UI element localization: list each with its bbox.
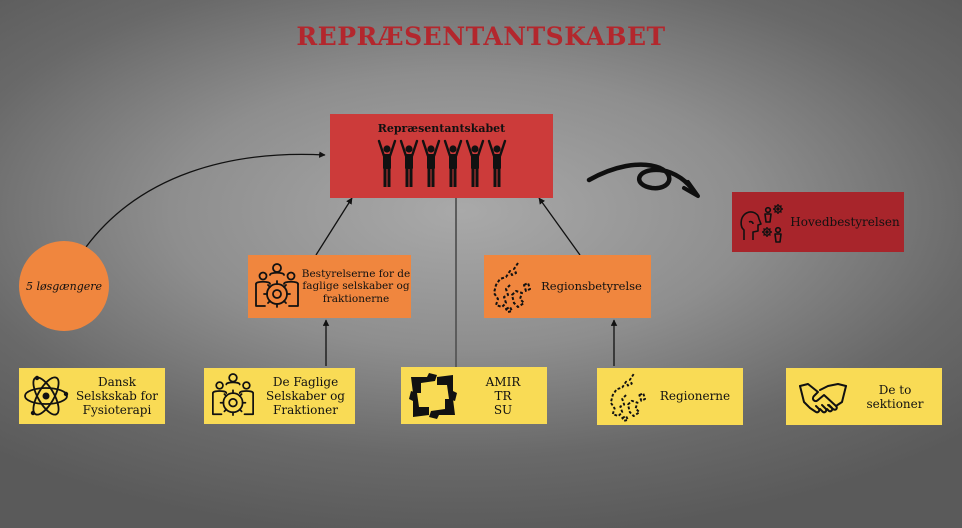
denmark-map-icon [493, 261, 531, 313]
denmark-map-icon [609, 373, 647, 422]
tr-label: TR [494, 388, 512, 403]
box-regionerne-label: Regionerne [659, 389, 731, 403]
joined-hands-icon [409, 372, 457, 419]
box-repraesentantskabet-label: Repræsentantskabet [377, 122, 506, 135]
circle-loesgaengere-label: 5 løsgængere [25, 279, 103, 293]
team-gear-icon [255, 262, 299, 308]
handshake-icon [799, 382, 847, 413]
box-to-sektioner: De to sektioner [786, 368, 942, 425]
box-dansk-selskab-label: Dansk Selskskab for Fysioterapi [75, 375, 159, 417]
box-regionsbetyrelse: Regionsbetyrelse [484, 255, 651, 318]
head-people-gears-icon [740, 204, 783, 243]
box-faglige-selskaber-label: De Faglige Selskaber og Fraktioner [266, 375, 345, 417]
su-label: SU [493, 402, 513, 417]
box-repraesentantskabet: Repræsentantskabet [330, 114, 553, 198]
team-gear-icon [212, 373, 254, 417]
box-faglige-selskaber: De Faglige Selskaber og Fraktioner [204, 368, 355, 424]
box-amir-tr-su: AMIR TR SU [401, 367, 547, 424]
box-to-sektioner-label: De to sektioner [866, 382, 924, 411]
atom-icon [24, 375, 69, 416]
people-raised-arms-icon [377, 139, 506, 187]
curly-arrow-to-hovedbestyrelsen [586, 162, 700, 198]
box-amir-tr-su-labels: AMIR TR SU [459, 375, 547, 417]
box-bestyrelserne-label: Bestyrelserne for de faglige selskaber o… [301, 267, 411, 305]
arrow-regionsbetyrelse-to-top [538, 197, 581, 256]
arrow-circle-to-top [85, 151, 326, 248]
box-hovedbestyrelsen-label: Hovedbestyrelsen [790, 214, 900, 229]
box-hovedbestyrelsen: Hovedbestyrelsen [732, 192, 904, 252]
box-dansk-selskab: Dansk Selskskab for Fysioterapi [19, 368, 165, 424]
circle-loesgaengere: 5 løsgængere [19, 241, 109, 331]
amir-label: AMIR [485, 374, 521, 389]
box-regionerne: Regionerne [597, 368, 743, 425]
page-title: REPRÆSENTANTSKABET [296, 22, 666, 51]
arrow-bestyrelserne-to-top [315, 197, 353, 256]
box-regionsbetyrelse-label: Regionsbetyrelse [541, 279, 642, 293]
box-bestyrelserne: Bestyrelserne for de faglige selskaber o… [248, 255, 411, 318]
